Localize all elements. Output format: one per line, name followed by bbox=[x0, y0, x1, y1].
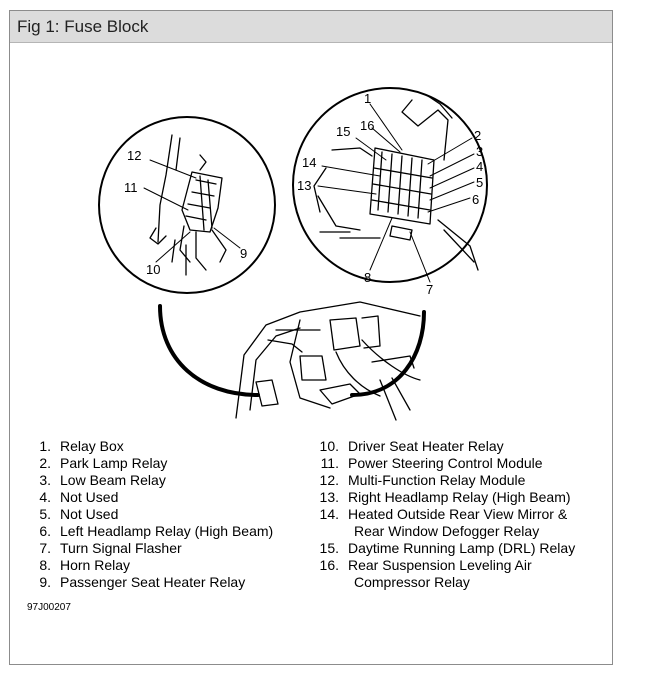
right-relay-box-drawing bbox=[313, 95, 479, 271]
callout-label-3: 3 bbox=[476, 144, 483, 159]
legend-item: 7.Turn Signal Flasher bbox=[39, 540, 182, 556]
callout-label-12: 12 bbox=[127, 148, 141, 163]
legend-right-column: 10.Driver Seat Heater Relay 11.Power Ste… bbox=[306, 438, 576, 591]
left-relay-module-drawing bbox=[149, 134, 227, 276]
callout-label-2: 2 bbox=[474, 128, 481, 143]
legend-item: 14.Heated Outside Rear View Mirror & bbox=[319, 506, 568, 522]
legend-item: 9.Passenger Seat Heater Relay bbox=[39, 574, 246, 590]
legend-item: 13.Right Headlamp Relay (High Beam) bbox=[319, 489, 571, 505]
legend-item: 11.Power Steering Control Module bbox=[320, 455, 543, 471]
callout-label-4: 4 bbox=[476, 159, 483, 174]
callout-label-9: 9 bbox=[240, 246, 247, 261]
figure-code: 97J00207 bbox=[27, 602, 71, 613]
left-callout-leaders bbox=[143, 159, 241, 263]
callout-label-7: 7 bbox=[426, 282, 433, 297]
legend-item: 15.Daytime Running Lamp (DRL) Relay bbox=[319, 540, 576, 556]
figure-frame: Fig 1: Fuse Block bbox=[9, 10, 613, 665]
legend-item: 16.Rear Suspension Leveling Air bbox=[319, 557, 532, 573]
legend-item: 5.Not Used bbox=[39, 506, 119, 522]
legend-item: 3.Low Beam Relay bbox=[39, 472, 166, 488]
left-pointer-arrow bbox=[158, 304, 260, 397]
dashboard-overview-drawing bbox=[235, 301, 421, 421]
legend-item: 10.Driver Seat Heater Relay bbox=[319, 438, 504, 454]
callout-label-8: 8 bbox=[364, 270, 371, 285]
legend-item-continuation: Compressor Relay bbox=[354, 574, 470, 590]
legend-item: 2.Park Lamp Relay bbox=[39, 455, 168, 471]
callout-label-14: 14 bbox=[302, 155, 316, 170]
legend-item-continuation: Rear Window Defogger Relay bbox=[354, 523, 540, 539]
right-detail-circle bbox=[292, 87, 488, 283]
right-pointer-arrow bbox=[350, 310, 426, 397]
legend-item: 4.Not Used bbox=[39, 489, 119, 505]
right-callout-leaders bbox=[317, 103, 475, 283]
callout-label-6: 6 bbox=[472, 192, 479, 207]
figure-title: Fig 1: Fuse Block bbox=[17, 17, 149, 36]
legend-left-column: 1.Relay Box 2.Park Lamp Relay 3.Low Beam… bbox=[26, 438, 273, 591]
legend-item: 1.Relay Box bbox=[39, 438, 124, 454]
callout-label-15: 15 bbox=[336, 124, 350, 139]
callout-label-13: 13 bbox=[297, 178, 311, 193]
callout-label-10: 10 bbox=[146, 262, 160, 277]
legend-item: 12.Multi-Function Relay Module bbox=[319, 472, 526, 488]
callout-label-1: 1 bbox=[364, 91, 371, 106]
callout-label-11: 11 bbox=[124, 180, 138, 195]
figure-header: Fig 1: Fuse Block bbox=[10, 11, 612, 43]
legend-item: 8.Horn Relay bbox=[39, 557, 131, 573]
left-detail-circle bbox=[98, 116, 276, 294]
callout-label-5: 5 bbox=[476, 175, 483, 190]
legend-item: 6.Left Headlamp Relay (High Beam) bbox=[39, 523, 274, 539]
callout-label-16: 16 bbox=[360, 118, 374, 133]
